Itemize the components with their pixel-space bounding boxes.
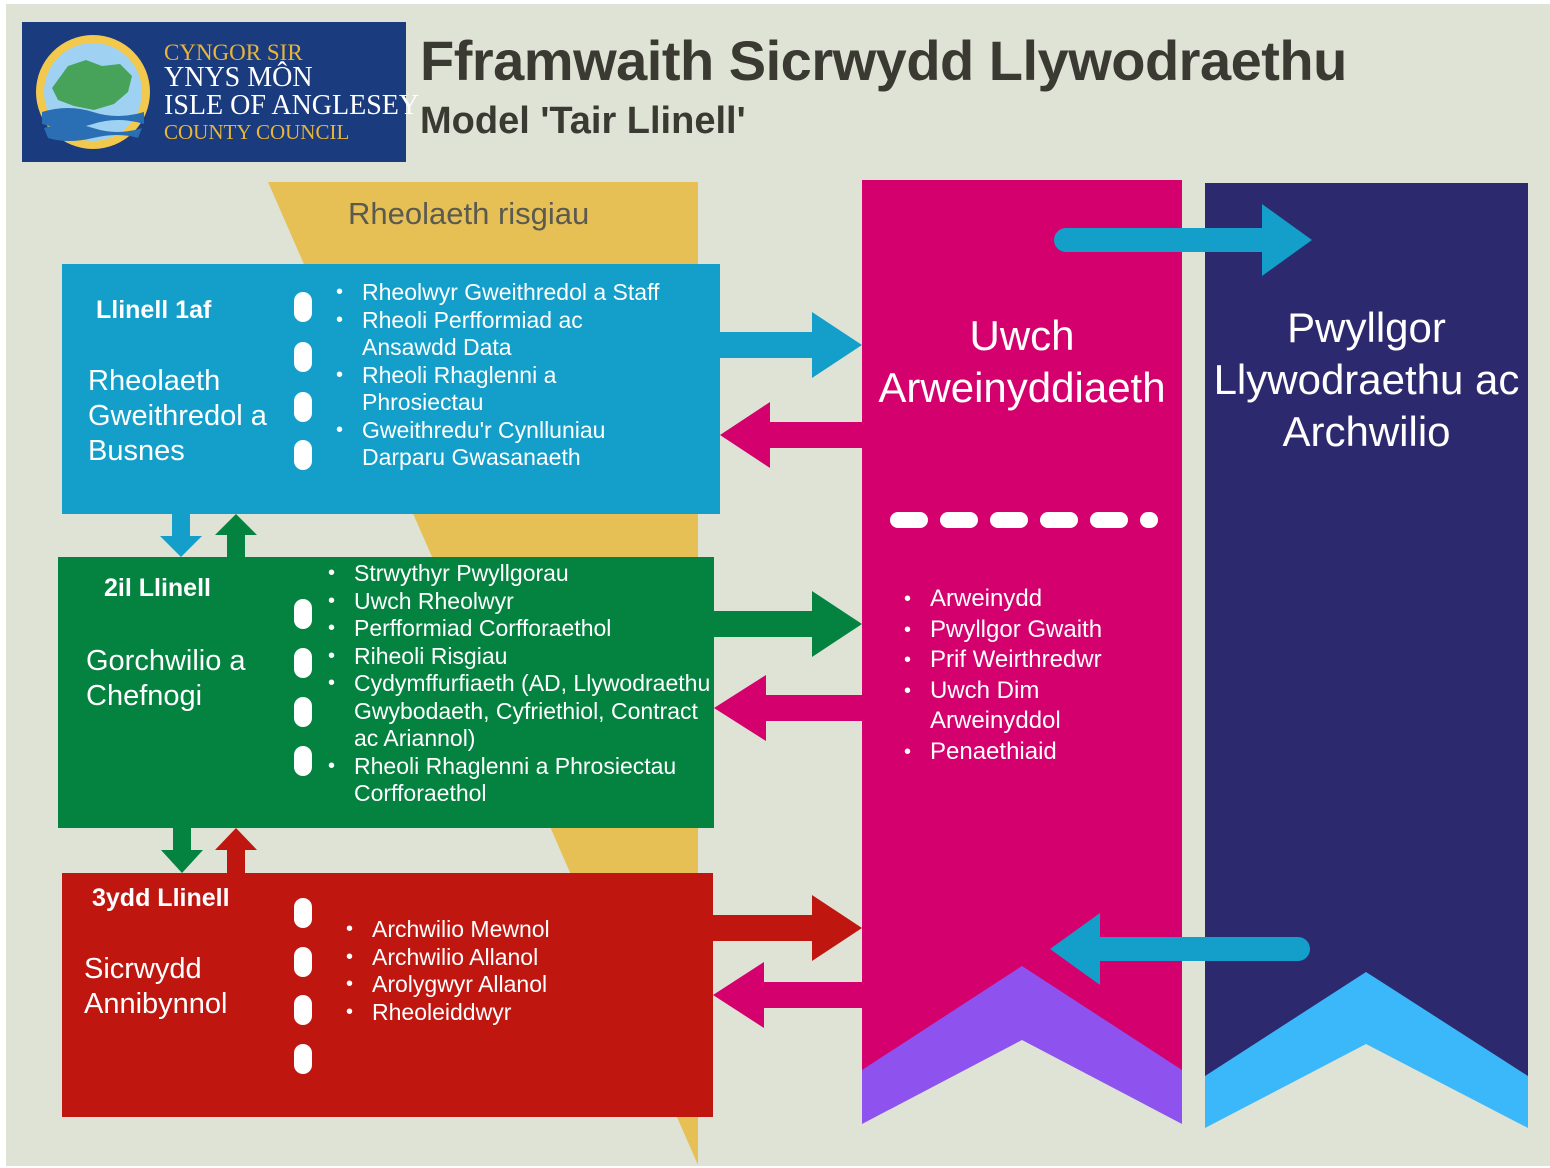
list-item: Cydymffurfiaeth (AD, Llywodraethu Gwybod… bbox=[328, 670, 714, 753]
list-item: Strwythyr Pwyllgorau bbox=[328, 560, 738, 588]
list-item: Perfformiad Corfforaethol bbox=[328, 615, 738, 643]
list-item: Rheoli Perfformiad ac Ansawdd Data bbox=[336, 307, 622, 362]
line-2-heading: 2il Llinell bbox=[104, 574, 211, 602]
line-2-name: Gorchwilio a Chefnogi bbox=[86, 645, 246, 712]
senior-leadership-list: Arweinydd Pwyllgor Gwaith Prif Weirthred… bbox=[902, 584, 1190, 767]
senior-to-committee-arrow bbox=[1054, 204, 1312, 276]
line-1-to-senior-arrow bbox=[720, 312, 862, 378]
logo-text-county-council: COUNTY COUNCIL bbox=[164, 120, 350, 144]
line-3-list: Archwilio Mewnol Archwilio Allanol Aroly… bbox=[344, 916, 712, 1026]
risk-management-label: Rheolaeth risgiau bbox=[348, 196, 590, 231]
list-item: Archwilio Allanol bbox=[346, 944, 712, 972]
list-item: Rheolwyr Gweithredol a Staff bbox=[336, 279, 742, 307]
senior-to-line-2-arrow bbox=[714, 675, 862, 741]
line-2-to-line-1-arrow bbox=[215, 514, 257, 557]
list-item: Archwilio Mewnol bbox=[346, 916, 712, 944]
senior-to-line-3-arrow bbox=[713, 962, 862, 1028]
list-item: Arolygwyr Allanol bbox=[346, 971, 712, 999]
line-3-heading: 3ydd Llinell bbox=[92, 884, 230, 912]
list-item: Rheoli Rhaglenni a Phrosiectau Corfforae… bbox=[328, 753, 714, 808]
line-3-to-line-2-arrow bbox=[215, 828, 257, 873]
senior-to-line-1-arrow bbox=[720, 402, 862, 468]
committee-column bbox=[1205, 183, 1528, 1076]
line-1-list: Rheolwyr Gweithredol a Staff Rheoli Perf… bbox=[334, 279, 742, 472]
list-item: Penaethiaid bbox=[904, 737, 1190, 768]
list-item: Riheoli Risgiau bbox=[328, 643, 738, 671]
list-item: Prif Weirthredwr bbox=[904, 645, 1190, 676]
line-1-to-line-2-arrow bbox=[160, 514, 202, 557]
line-2-to-senior-arrow bbox=[714, 591, 862, 657]
list-item: Uwch Rheolwyr bbox=[328, 588, 738, 616]
committee-title: Pwyllgor Llywodraethu ac Archwilio bbox=[1213, 304, 1520, 455]
page-subtitle: Model 'Tair Llinell' bbox=[420, 100, 746, 142]
line-3-to-senior-arrow bbox=[713, 895, 862, 961]
line-2-dividers bbox=[294, 599, 312, 776]
line-3-name: Sicrwydd Annibynnol bbox=[84, 953, 228, 1020]
list-item: Rheoli Rhaglenni a Phrosiectau bbox=[336, 362, 602, 417]
committee-to-senior-arrow bbox=[1050, 913, 1310, 985]
line-3-dividers bbox=[294, 898, 312, 1074]
line-1-heading: Llinell 1af bbox=[96, 296, 212, 324]
line-1-name: Rheolaeth Gweithredol a Busnes bbox=[88, 365, 267, 467]
logo-text-cyngor-sir: CYNGOR SIR bbox=[164, 40, 303, 65]
list-item: Gweithredu'r Cynlluniau Darparu Gwasanae… bbox=[336, 417, 662, 472]
list-item: Pwyllgor Gwaith bbox=[904, 615, 1190, 646]
list-item: Rheoleiddwyr bbox=[346, 999, 712, 1027]
line-1-dividers bbox=[294, 292, 312, 470]
anglesey-emblem-icon bbox=[36, 35, 150, 149]
list-item: Uwch Dim Arweinyddol bbox=[904, 676, 1100, 737]
logo-text-isle-of-anglesey: ISLE OF ANGLESEY bbox=[164, 90, 420, 121]
logo-text-ynys-mon: YNYS MÔN bbox=[164, 62, 313, 93]
senior-leadership-title: Uwch Arweinyddiaeth bbox=[878, 312, 1166, 411]
line-2-list: Strwythyr Pwyllgorau Uwch Rheolwyr Perff… bbox=[326, 560, 738, 808]
page-title: Fframwaith Sicrwydd Llywodraethu bbox=[420, 29, 1347, 92]
council-logo: CYNGOR SIR YNYS MÔN ISLE OF ANGLESEY COU… bbox=[22, 22, 419, 162]
list-item: Arweinydd bbox=[904, 584, 1190, 615]
line-2-to-line-3-arrow bbox=[161, 828, 203, 873]
